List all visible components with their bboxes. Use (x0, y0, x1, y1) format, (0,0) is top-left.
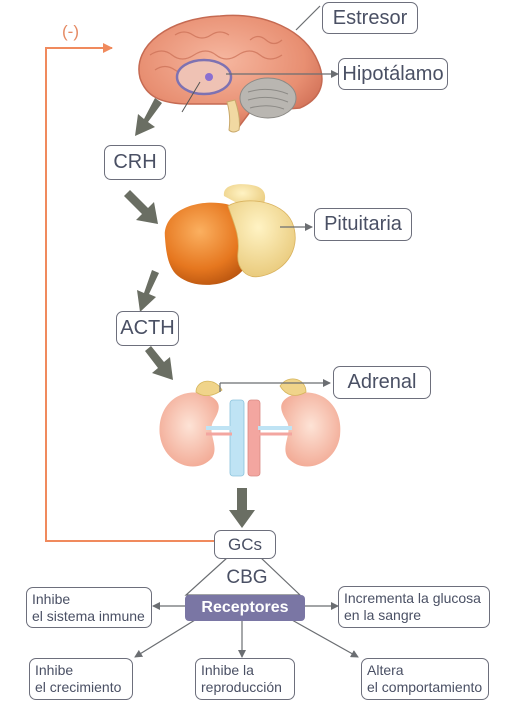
adrenal-label: Adrenal (333, 366, 431, 399)
alters-behavior-label: Altera el comportamiento (361, 658, 489, 700)
flow-arrows (124, 98, 255, 528)
cbg-label: CBG (226, 567, 268, 588)
inhibits-immune-label: Inhibe el sistema inmune (26, 587, 152, 628)
inhibits-growth-label: Inhibe el crecimiento (29, 658, 133, 700)
hypothalamus-label: Hipotálamo (338, 58, 448, 90)
negative-feedback-label: (-) (62, 22, 79, 41)
inhibits-reproduction-label: Inhibe la reproducción (195, 658, 295, 700)
gcs-label: GCs (214, 530, 276, 559)
kidneys-illustration (159, 378, 341, 477)
stressor-label: Estresor (322, 2, 418, 34)
negative-feedback-line (45, 43, 214, 542)
brain-illustration (138, 14, 323, 133)
increases-glucose-label: Incrementa la glucosa en la sangre (338, 586, 490, 628)
stressor-pointer (295, 5, 321, 31)
behavior-connector (291, 619, 359, 658)
growth-connector (134, 619, 196, 658)
receptors-label: Receptores (185, 595, 305, 621)
pituitary-label: Pituitaria (314, 208, 412, 241)
crh-label: CRH (104, 145, 166, 180)
pituitary-illustration (164, 184, 313, 285)
acth-label: ACTH (116, 311, 179, 346)
